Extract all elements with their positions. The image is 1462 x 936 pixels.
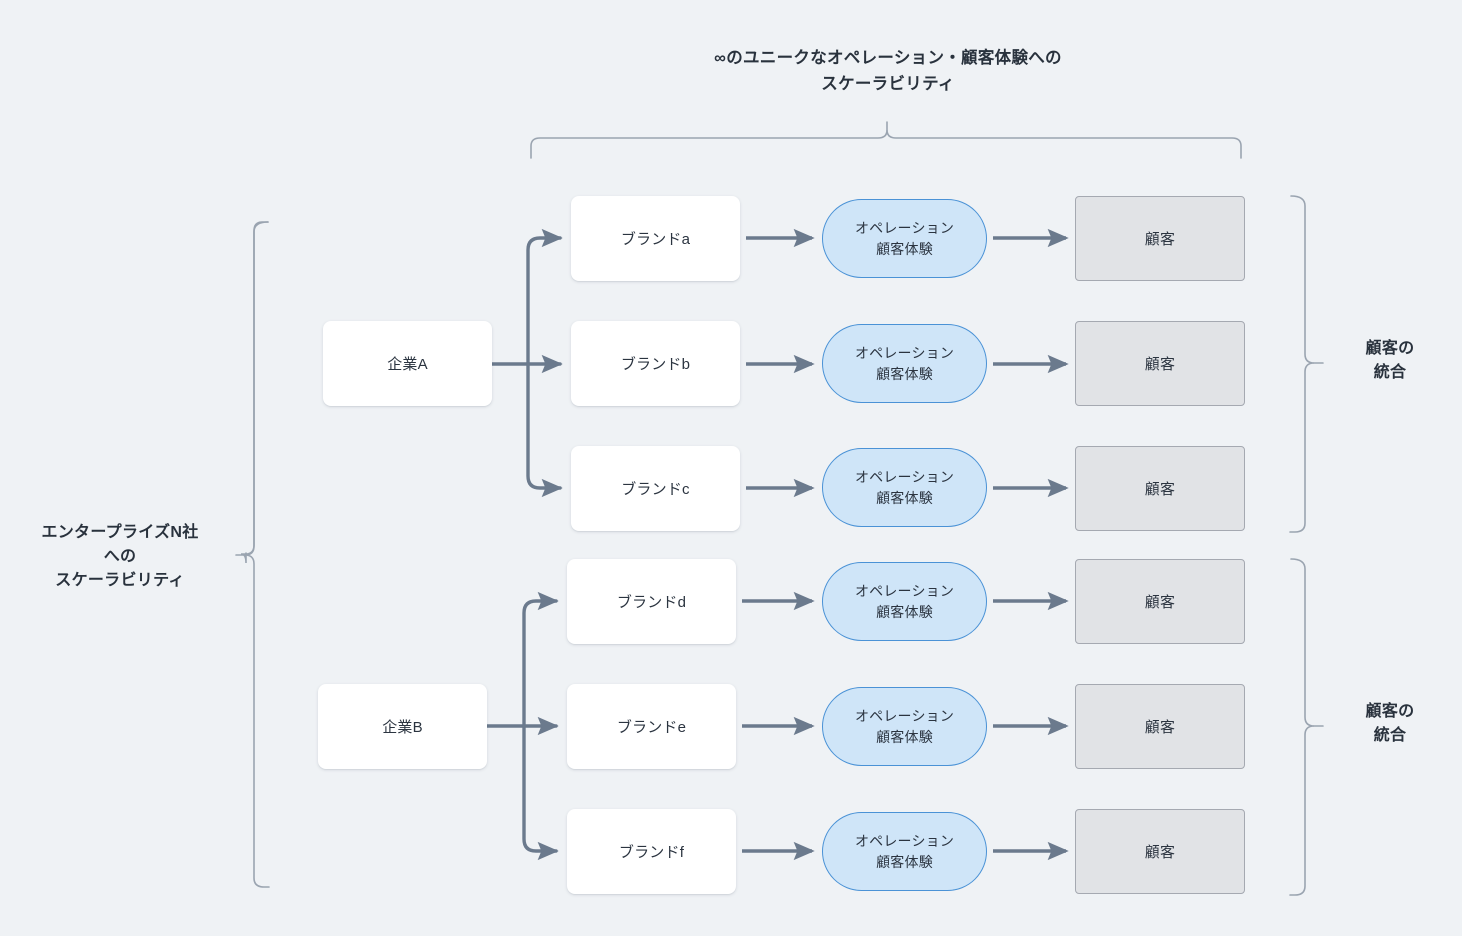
operation-a-line-1: オペレーション	[854, 220, 955, 237]
right-label-top-line-1: 顧客の	[1365, 340, 1415, 357]
brand-node-b[interactable]: ブランドb	[571, 321, 740, 406]
company-a-label: 企業A	[387, 356, 428, 373]
right-label-bottom-line-1: 顧客の	[1365, 703, 1415, 720]
operation-a-line-2: 顧客体験	[876, 240, 933, 257]
right-brace-bottom	[1289, 558, 1324, 896]
right-label-customer-integration-top: 顧客の 統合	[1330, 337, 1450, 385]
operation-to-customer-arrows	[993, 228, 1069, 861]
right-brace-top	[1289, 195, 1324, 533]
branch-connector-company-a	[490, 228, 563, 498]
top-title-line-1: ∞のユニークなオペレーション・顧客体験への	[714, 49, 1062, 67]
customer-node-e[interactable]: 顧客	[1075, 684, 1245, 769]
right-label-customer-integration-bottom: 顧客の 統合	[1330, 700, 1450, 748]
brand-node-f[interactable]: ブランドf	[567, 809, 736, 894]
top-scalability-title: ∞のユニークなオペレーション・顧客体験への スケーラビリティ	[588, 46, 1188, 97]
operation-c-line-1: オペレーション	[854, 469, 955, 486]
operation-node-b[interactable]: オペレーション 顧客体験	[822, 324, 987, 403]
customer-node-a[interactable]: 顧客	[1075, 196, 1245, 281]
operation-node-e[interactable]: オペレーション 顧客体験	[822, 687, 987, 766]
left-brace	[235, 221, 270, 888]
operation-e-line-1: オペレーション	[854, 708, 955, 725]
operation-node-a[interactable]: オペレーション 顧客体験	[822, 199, 987, 278]
customer-a-label: 顧客	[1144, 231, 1176, 248]
operation-f-line-1: オペレーション	[854, 833, 955, 850]
customer-b-label: 顧客	[1144, 356, 1176, 373]
operation-c-line-2: 顧客体験	[876, 489, 933, 506]
customer-c-label: 顧客	[1144, 481, 1176, 498]
left-scalability-label: エンタープライズN社 への スケーラビリティ	[10, 521, 230, 593]
brand-b-label: ブランドb	[620, 356, 691, 373]
operation-f-line-2: 顧客体験	[876, 853, 933, 870]
left-label-line-2: への	[103, 548, 137, 565]
operation-d-line-1: オペレーション	[854, 583, 955, 600]
operation-e-line-2: 顧客体験	[876, 728, 933, 745]
operation-b-line-2: 顧客体験	[876, 365, 933, 382]
brand-f-label: ブランドf	[618, 844, 685, 861]
operation-d-line-2: 顧客体験	[876, 603, 933, 620]
customer-d-label: 顧客	[1144, 594, 1176, 611]
top-title-line-2: スケーラビリティ	[821, 74, 955, 93]
left-label-line-1: エンタープライズN社	[41, 524, 199, 541]
company-node-b[interactable]: 企業B	[318, 684, 487, 769]
operation-node-d[interactable]: オペレーション 顧客体験	[822, 562, 987, 641]
operation-node-f[interactable]: オペレーション 顧客体験	[822, 812, 987, 891]
brand-node-e[interactable]: ブランドe	[567, 684, 736, 769]
brand-c-label: ブランドc	[621, 481, 690, 498]
brand-node-c[interactable]: ブランドc	[571, 446, 740, 531]
customer-node-c[interactable]: 顧客	[1075, 446, 1245, 531]
brand-node-d[interactable]: ブランドd	[567, 559, 736, 644]
customer-e-label: 顧客	[1144, 719, 1176, 736]
company-b-label: 企業B	[382, 719, 423, 736]
operation-node-c[interactable]: オペレーション 顧客体験	[822, 448, 987, 527]
brand-node-a[interactable]: ブランドa	[571, 196, 740, 281]
branch-connector-company-b	[485, 591, 559, 861]
customer-node-f[interactable]: 顧客	[1075, 809, 1245, 894]
brand-e-label: ブランドe	[616, 719, 687, 736]
brand-a-label: ブランドa	[620, 231, 691, 248]
top-brace	[530, 121, 1242, 159]
operation-b-line-1: オペレーション	[854, 345, 955, 362]
brand-to-operation-arrows	[742, 228, 815, 861]
left-label-line-3: スケーラビリティ	[55, 572, 185, 589]
company-node-a[interactable]: 企業A	[323, 321, 492, 406]
customer-node-d[interactable]: 顧客	[1075, 559, 1245, 644]
customer-node-b[interactable]: 顧客	[1075, 321, 1245, 406]
right-label-bottom-line-2: 統合	[1373, 727, 1407, 744]
right-label-top-line-2: 統合	[1373, 364, 1407, 381]
brand-d-label: ブランドd	[616, 594, 687, 611]
customer-f-label: 顧客	[1144, 844, 1176, 861]
